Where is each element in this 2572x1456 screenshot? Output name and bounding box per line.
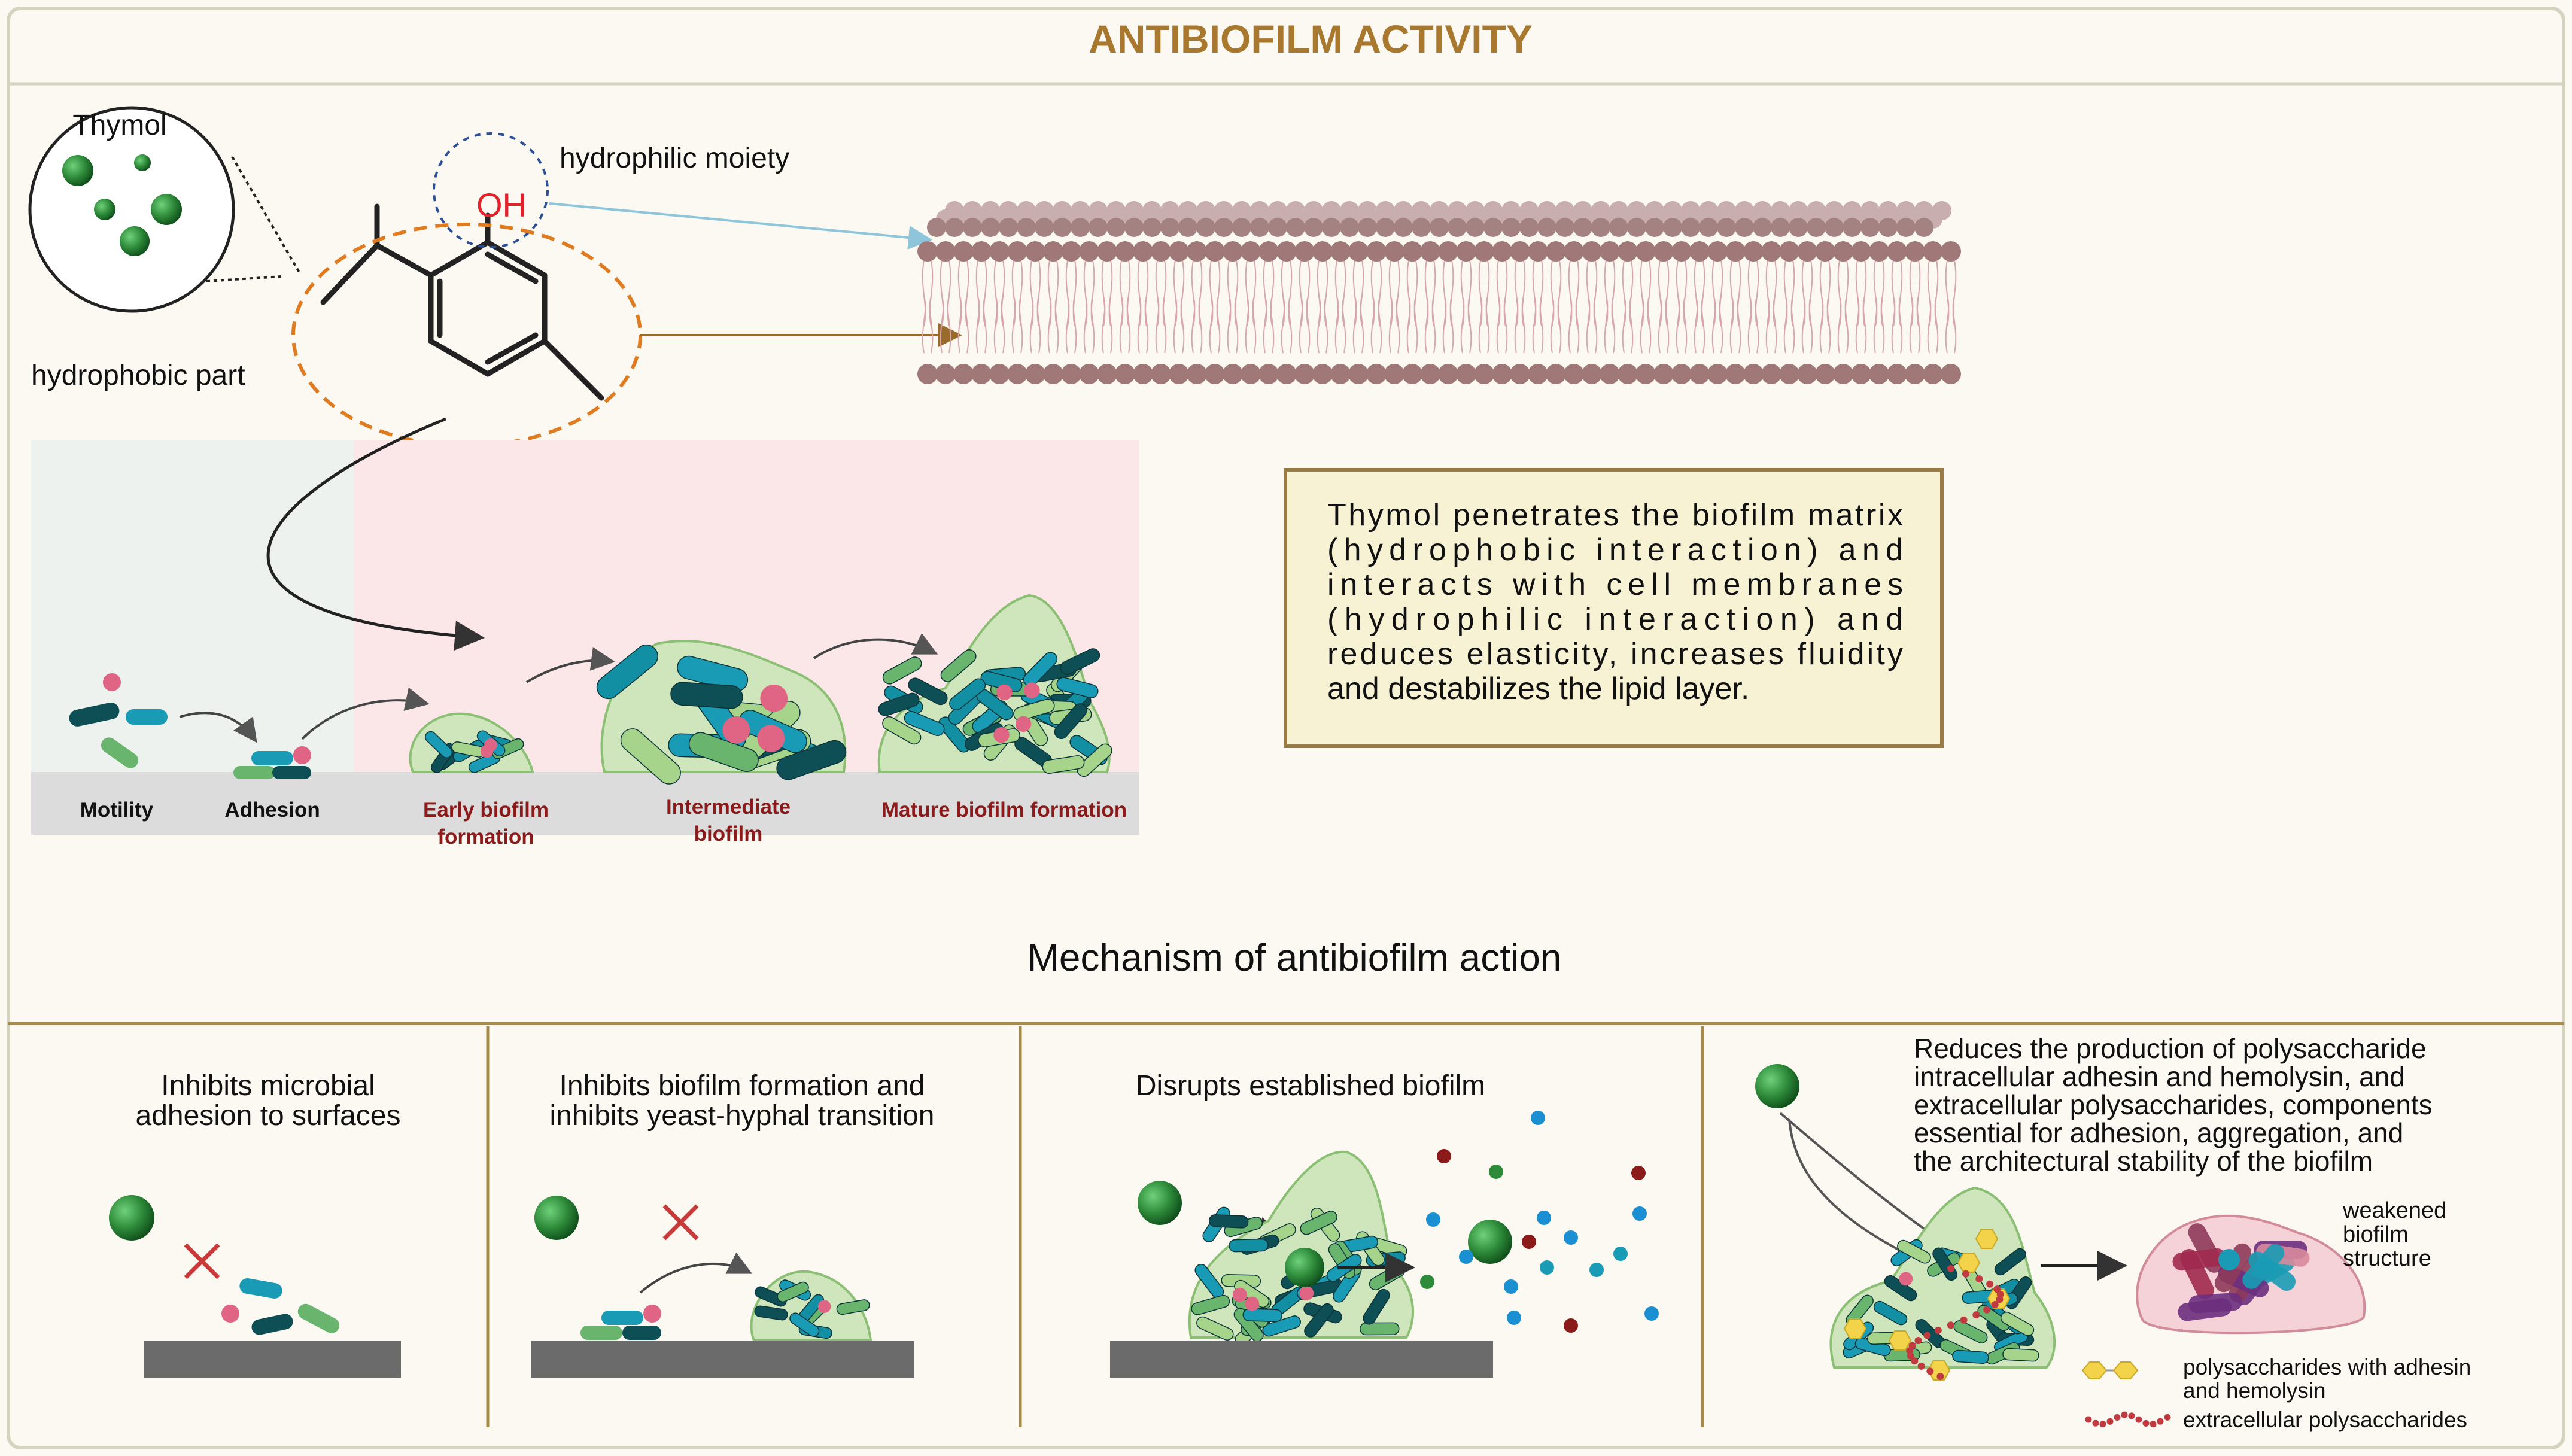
surface-p3 (1110, 1341, 1493, 1378)
panel1-line1: Inhibits microbial (161, 1070, 375, 1102)
stage-early-label-2: formation (437, 825, 534, 849)
panel4-line1: Reduces the production of polysaccharide (1914, 1033, 2427, 1064)
legend-adhesin-icon (2081, 1361, 2139, 1379)
info-line: (hydrophilic interaction) and (1327, 602, 1903, 637)
info-line: (hydrophobic interaction) and (1327, 533, 1903, 567)
surface-p2 (531, 1341, 914, 1378)
panel4-line4: essential for adhesion, aggregation, and (1914, 1117, 2403, 1148)
panel4-biofilm (1829, 1186, 2056, 1381)
thymol-molecule (320, 203, 604, 401)
thymol-inset-label: Thymol (72, 110, 166, 141)
legend-eps-icon (2085, 1411, 2171, 1428)
cross-icon (184, 1243, 220, 1279)
panel4-line3: extracellular polysaccharides, component… (1914, 1089, 2433, 1120)
thymol-ball-p2 (534, 1196, 579, 1240)
weakened-line3: structure (2343, 1246, 2431, 1271)
thymol-inset: Thymol (28, 106, 300, 313)
hydrophobic-label: hydrophobic part (31, 360, 245, 391)
legend-adhesin-line1: polysaccharides with adhesin (2183, 1355, 2471, 1379)
weakened-biofilm (2136, 1214, 2366, 1335)
panel4-text: Reduces the production of polysaccharide… (1914, 1033, 2433, 1177)
panel1-bacteria (221, 1278, 340, 1335)
hydrophilic-label: hydrophilic moiety (560, 142, 789, 174)
info-line: Thymol penetrates the biofilm matrix (1327, 498, 1903, 533)
info-box (1284, 468, 1944, 748)
panel4-line5: the architectural stability of the biofi… (1914, 1145, 2373, 1177)
info-box-text: Thymol penetrates the biofilm matrix(hyd… (1327, 498, 1903, 706)
legend-eps-label: extracellular polysaccharides (2183, 1408, 2467, 1432)
dispersed-cells (1420, 1111, 1659, 1333)
panel2-early-biofilm (750, 1270, 872, 1342)
adhesion-bacteria (233, 746, 311, 779)
panel1-line2: adhesion to surfaces (136, 1100, 401, 1132)
penetration-arrow (266, 417, 485, 651)
thymol-ball-out (1468, 1220, 1512, 1264)
stage-ground (31, 772, 1139, 835)
early-biofilm (409, 712, 534, 773)
stage-motility-label: Motility (80, 798, 154, 822)
stage-mature-label: Mature biofilm formation (881, 798, 1127, 822)
thymol-ball-p4 (1755, 1064, 1799, 1108)
legend-adhesin-line2: and hemolysin (2183, 1378, 2326, 1403)
stage-adhesion-label: Adhesion (224, 798, 320, 822)
main-title: ANTIBIOFILM ACTIVITY (1089, 17, 1533, 61)
info-line: interacts with cell membranes (1327, 567, 1903, 602)
thymol-ball-p3 (1138, 1181, 1182, 1225)
weakened-line2: biofilm (2343, 1222, 2409, 1247)
mature-biofilm (877, 594, 1112, 777)
thymol-ball-p1 (109, 1195, 154, 1241)
hydrophilic-arrow (549, 202, 932, 250)
panel2-bacteria (580, 1305, 661, 1340)
surface-p1 (144, 1341, 401, 1378)
panel2-line1: Inhibits biofilm formation and (560, 1070, 925, 1102)
stage-intermediate-label-1: Intermediate (666, 795, 791, 819)
stage-intermediate-label-2: biofilm (694, 822, 763, 846)
intermediate-biofilm (596, 640, 847, 785)
cross-icon (662, 1204, 699, 1241)
motility-bacteria (69, 673, 168, 768)
lipid-bilayer (917, 201, 1961, 384)
stage-early-label-1: Early biofilm (423, 798, 549, 822)
weakened-line1: weakened (2342, 1198, 2446, 1223)
hydrophilic-circle (433, 132, 549, 248)
panel3-line1: Disrupts established biofilm (1136, 1070, 1485, 1102)
thymol-ball-inside (1285, 1248, 1324, 1287)
mechanism-title: Mechanism of antibiofilm action (1027, 936, 1562, 979)
panel2-line2: inhibits yeast-hyphal transition (549, 1100, 934, 1132)
oh-label: OH (476, 186, 527, 224)
panel4-line2: intracellular adhesin and hemolysin, and (1914, 1061, 2405, 1092)
info-line: and destabilizes the lipid layer. (1327, 671, 1749, 706)
